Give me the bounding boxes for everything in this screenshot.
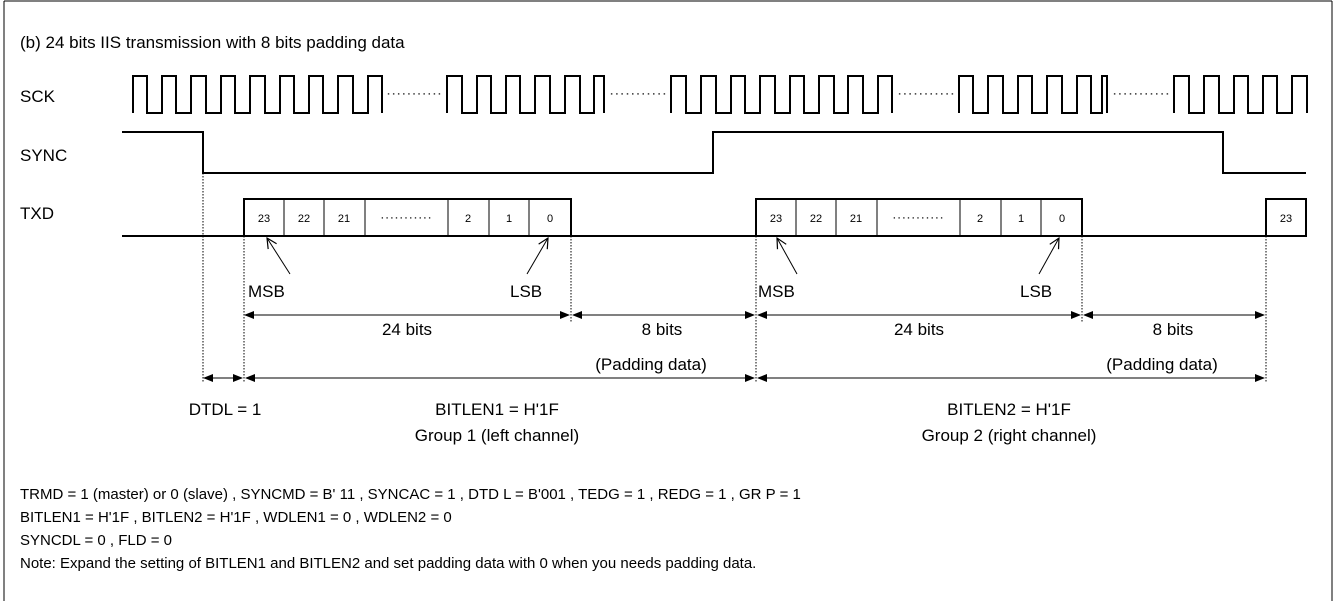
txd-group2-ellipsis: ··········· xyxy=(892,212,944,224)
sck-segment-4 xyxy=(958,75,1108,114)
txd-next-box xyxy=(1265,198,1307,237)
txd-group1-bit: 23 xyxy=(258,213,270,225)
txd-group2-bit: 1 xyxy=(1018,213,1024,225)
msb-pointer-1 xyxy=(267,238,291,275)
padding-label-1: (Padding data) xyxy=(595,355,707,374)
lsb-pointer-1 xyxy=(526,238,548,275)
txd-group2-bit: 23 xyxy=(770,213,782,225)
group1-label: Group 1 (left channel) xyxy=(415,426,579,445)
lsb-label-2: LSB xyxy=(1020,282,1052,301)
txd-group2-bit: 22 xyxy=(810,213,822,225)
sck-gap-ellipsis-4: ··········· xyxy=(1112,88,1170,100)
sck-segment-2 xyxy=(446,75,605,114)
note-register-settings: TRMD = 1 (master) or 0 (slave) , SYNCMD … xyxy=(20,486,801,503)
txd-group2-bit: 0 xyxy=(1059,213,1065,225)
note-padding: Note: Expand the setting of BITLEN1 and … xyxy=(20,555,756,572)
sck-segment-3 xyxy=(670,75,893,114)
msb-label-2: MSB xyxy=(758,282,795,301)
txd-label: TXD xyxy=(20,204,54,223)
sync-waveform xyxy=(122,131,1306,174)
sck-gap-ellipsis-2: ··········· xyxy=(609,88,667,100)
note-bitlen-settings: BITLEN1 = H'1F , BITLEN2 = H'1F , WDLEN1… xyxy=(20,509,452,526)
txd-group1-bit: 21 xyxy=(338,213,350,225)
sck-waveform: ··········· ··········· ··········· ····… xyxy=(132,75,1308,114)
txd-next-bit: 23 xyxy=(1280,213,1292,225)
diagram-title: (b) 24 bits IIS transmission with 8 bits… xyxy=(20,33,405,52)
timing-guides xyxy=(202,173,1267,383)
sck-gap-ellipsis-3: ··········· xyxy=(897,88,955,100)
lsb-label-1: LSB xyxy=(510,282,542,301)
sck-segment-5 xyxy=(1173,75,1308,114)
group2-label: Group 2 (right channel) xyxy=(922,426,1097,445)
sck-gap-ellipsis-1: ··········· xyxy=(386,88,442,100)
sck-segment-1 xyxy=(132,75,383,114)
note-sync-settings: SYNCDL = 0 , FLD = 0 xyxy=(20,532,172,549)
txd-group1-bit: 0 xyxy=(547,213,553,225)
lsb-pointer-2 xyxy=(1038,238,1059,275)
bitlen2-label: BITLEN2 = H'1F xyxy=(947,400,1071,419)
txd-group1-bit: 22 xyxy=(298,213,310,225)
span-24bits-label-2: 24 bits xyxy=(894,320,944,339)
txd-group1-ellipsis: ··········· xyxy=(380,212,432,224)
span-24bits-label-1: 24 bits xyxy=(382,320,432,339)
padding-label-2: (Padding data) xyxy=(1106,355,1218,374)
dtdl-label: DTDL = 1 xyxy=(189,400,262,419)
txd-group2-bit: 21 xyxy=(850,213,862,225)
bitlen1-label: BITLEN1 = H'1F xyxy=(435,400,559,419)
txd-group2-box xyxy=(755,198,1083,237)
sync-label: SYNC xyxy=(20,146,67,165)
txd-group2-frame xyxy=(755,198,1083,237)
txd-group1-box xyxy=(243,198,572,237)
msb-label-1: MSB xyxy=(248,282,285,301)
txd-group1-frame xyxy=(243,198,572,237)
sck-label: SCK xyxy=(20,87,56,106)
span-8bits-label-2: 8 bits xyxy=(1153,320,1194,339)
txd-group2-bit: 2 xyxy=(977,213,983,225)
txd-group1-bit: 1 xyxy=(506,213,512,225)
txd-group1-bit: 2 xyxy=(465,213,471,225)
msb-pointer-2 xyxy=(777,238,798,275)
span-8bits-label-1: 8 bits xyxy=(642,320,683,339)
